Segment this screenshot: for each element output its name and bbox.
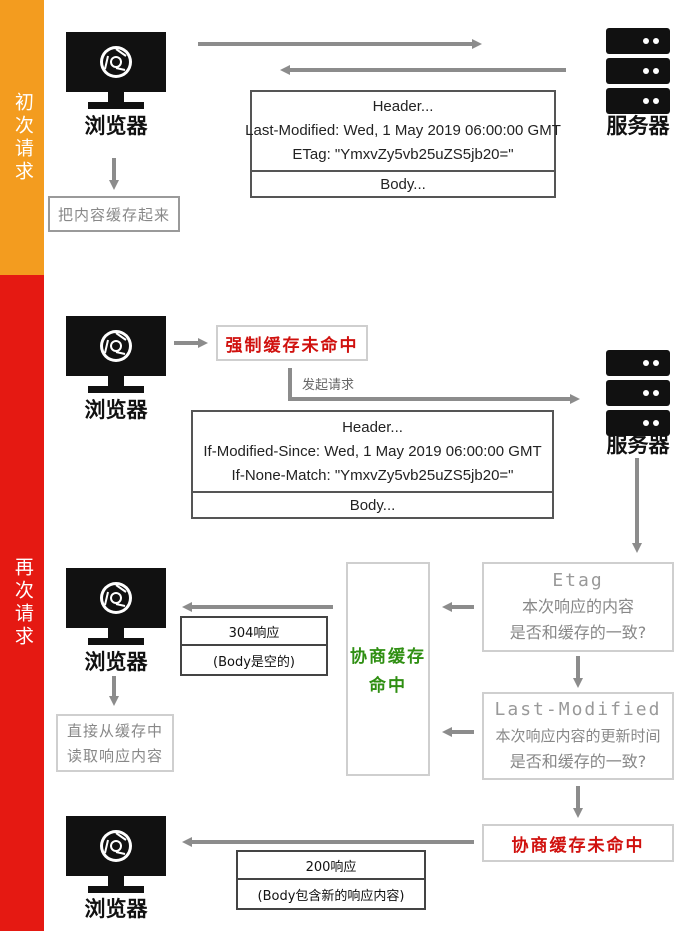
negotiate-cache-hit-box: 协商缓存 命中 — [346, 562, 430, 776]
response-header-section: Header... Last-Modified: Wed, 1 May 2019… — [245, 92, 561, 172]
etag-check-line1: 本次响应的内容 — [521, 597, 634, 616]
phase-first-label: 初次请求 — [11, 91, 34, 184]
first-response-message: Header... Last-Modified: Wed, 1 May 2019… — [245, 90, 561, 198]
response-200-code: 200响应 — [238, 852, 424, 880]
response-304-note: (Body是空的) — [213, 654, 295, 670]
lastmod-check-line2: 是否和缓存的一致? — [509, 752, 647, 771]
response-200-note: (Body包含新的响应内容) — [257, 888, 405, 904]
cache-it-box: 把内容缓存起来 — [48, 196, 180, 232]
phase-again-request: 再次请求 — [0, 275, 44, 931]
etag-line: ETag: "YmxvZy5vb25uZS5jb20=" — [292, 146, 514, 163]
if-none-match-line: If-None-Match: "YmxvZy5vb25uZS5jb20=" — [231, 466, 514, 484]
negotiate-cache-miss-box: 协商缓存未命中 — [482, 824, 674, 862]
negotiate-hit-line1: 协商缓存 — [350, 647, 426, 667]
request-header-section: Header... If-Modified-Since: Wed, 1 May … — [193, 412, 552, 493]
browser-monitor-icon — [64, 314, 168, 396]
arrow-send-request — [288, 368, 580, 404]
browser-label: 浏览器 — [84, 398, 148, 422]
phase-again-label: 再次请求 — [11, 557, 34, 649]
read-cache-line1: 直接从缓存中 — [66, 722, 163, 740]
last-modified-line: Last-Modified: Wed, 1 May 2019 06:00:00 … — [245, 122, 561, 139]
browser-monitor-icon — [64, 814, 168, 896]
lastmod-check-box: Last-Modified 本次响应内容的更新时间 是否和缓存的一致? — [482, 692, 674, 780]
lastmod-check-title: Last-Modified — [494, 699, 662, 720]
server-label: 服务器 — [606, 114, 670, 138]
response-header-line: Header... — [372, 98, 434, 115]
response-200-box: 200响应 (Body包含新的响应内容) — [236, 850, 426, 910]
response-304-code: 304响应 — [182, 618, 326, 646]
server-icon — [604, 348, 672, 438]
strong-cache-miss-box: 强制缓存未命中 — [216, 325, 368, 361]
browser-label: 浏览器 — [84, 650, 148, 674]
second-request-message: Header... If-Modified-Since: Wed, 1 May … — [191, 410, 554, 519]
server-label: 服务器 — [606, 433, 670, 457]
request-header-line: Header... — [342, 418, 403, 436]
browser-label: 浏览器 — [84, 114, 148, 138]
send-request-label: 发起请求 — [302, 378, 355, 393]
server-icon — [604, 26, 672, 116]
etag-check-title: Etag — [552, 570, 604, 591]
browser-monitor-icon — [64, 566, 168, 648]
response-304-box: 304响应 (Body是空的) — [180, 616, 328, 676]
negotiate-hit-line2: 命中 — [369, 676, 407, 696]
if-modified-since-line: If-Modified-Since: Wed, 1 May 2019 06:00… — [203, 442, 542, 460]
read-cache-line2: 读取响应内容 — [66, 747, 163, 765]
response-body-line: Body... — [380, 175, 426, 193]
phase-first-request: 初次请求 — [0, 0, 44, 275]
browser-monitor-icon — [64, 30, 168, 112]
lastmod-check-line1: 本次响应内容的更新时间 — [495, 727, 661, 745]
request-body-line: Body... — [349, 496, 396, 514]
read-cache-box: 直接从缓存中 读取响应内容 — [56, 714, 174, 772]
etag-check-box: Etag 本次响应的内容 是否和缓存的一致? — [482, 562, 674, 652]
etag-check-line2: 是否和缓存的一致? — [509, 623, 647, 642]
browser-label: 浏览器 — [84, 897, 148, 921]
